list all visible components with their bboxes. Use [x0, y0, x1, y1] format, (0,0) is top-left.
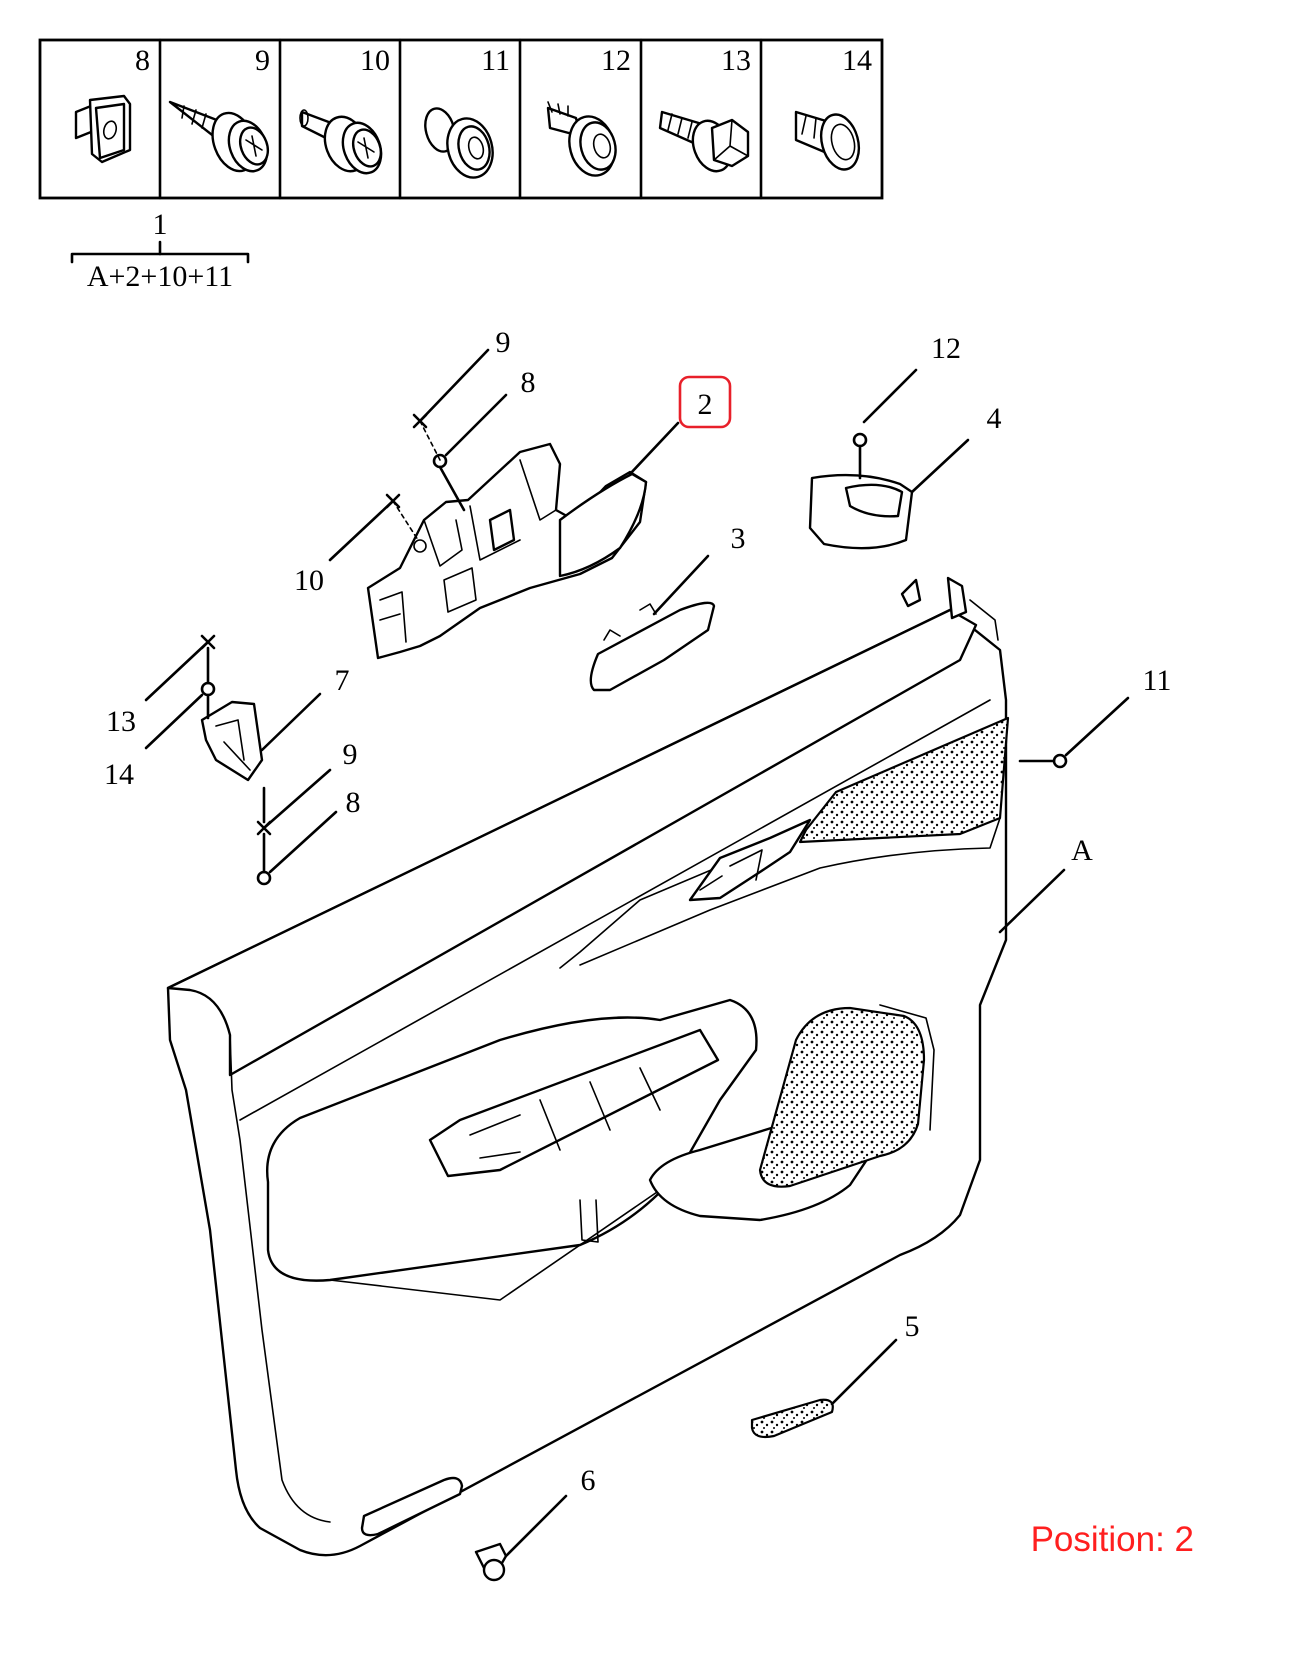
callout-2: 2	[698, 388, 713, 421]
table-cell-number: 10	[360, 44, 390, 77]
highlight-box	[678, 375, 732, 429]
callout-5: 5	[905, 1310, 920, 1343]
callout-13: 13	[106, 705, 136, 738]
door-trim-panel-a	[166, 576, 1010, 1557]
clip-6	[474, 1542, 508, 1582]
reflector-5	[750, 1398, 834, 1439]
table-cell-number: 14	[842, 44, 872, 77]
assembly-number: 1	[153, 208, 168, 241]
table-cell-number: 9	[255, 44, 270, 77]
leader-lines	[144, 348, 1130, 1558]
fastener-table: 8 9 10 11 12 13 14	[38, 38, 884, 200]
callout-10: 10	[294, 564, 324, 597]
assembly-label: 1 A+2+10+11	[70, 208, 250, 293]
push-rivet-icon	[546, 101, 617, 177]
callout-14: 14	[104, 758, 134, 791]
assembly-composition: A+2+10+11	[87, 260, 233, 293]
table-cell-number: 8	[135, 44, 150, 77]
callout-8: 8	[346, 786, 361, 819]
callout-labels: 9 8 10 2 3 12 4 13 14 7 9 8 11 A 5 6	[104, 326, 1171, 1497]
callout-a: A	[1071, 834, 1093, 867]
position-caption: Position: 2	[1030, 1520, 1194, 1559]
hex-bolt-icon	[658, 110, 750, 173]
square-clip-icon	[74, 94, 132, 164]
short-screw-with-washer-icon	[299, 109, 383, 175]
callout-11: 11	[1143, 664, 1172, 697]
callout-9: 9	[496, 326, 511, 359]
screw-with-washer-icon	[168, 100, 270, 173]
door-trim-strip-3	[589, 601, 716, 692]
table-cell-number: 13	[721, 44, 751, 77]
callout-8: 8	[521, 366, 536, 399]
callout-6: 6	[581, 1464, 596, 1497]
tweeter-cover-4	[808, 473, 914, 550]
callout-4: 4	[987, 402, 1002, 435]
grommet-nut-icon	[424, 107, 494, 179]
table-cell-number: 12	[601, 44, 631, 77]
clip-nut-icon	[794, 110, 861, 171]
table-cell-number: 11	[481, 44, 510, 77]
callout-9: 9	[343, 738, 358, 771]
callout-7: 7	[335, 664, 350, 697]
bracket-7	[200, 700, 264, 782]
inner-door-handle-2	[366, 442, 648, 660]
callout-3: 3	[731, 522, 746, 555]
callout-12: 12	[931, 332, 961, 365]
